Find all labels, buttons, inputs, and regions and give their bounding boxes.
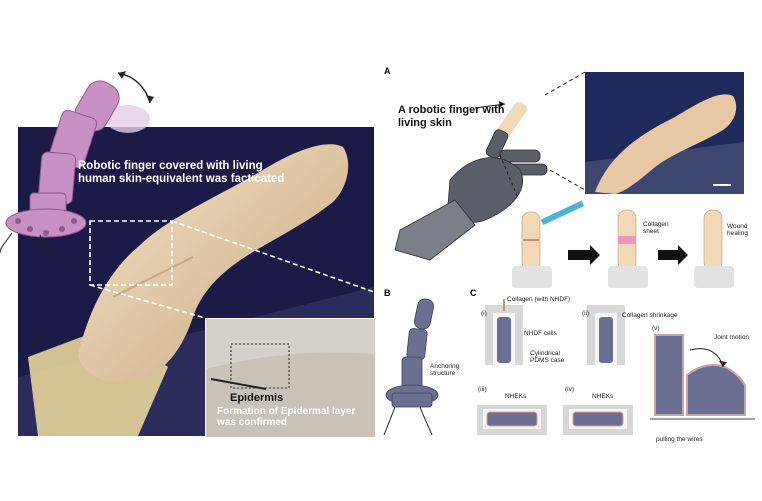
pdms-case-label: Cylindrical PDMS case	[530, 350, 565, 364]
nheks-label-1: NHEKs	[505, 393, 527, 400]
step-ii-number: (ii)	[582, 310, 590, 317]
nheks-label-2: NHEKs	[592, 393, 614, 400]
fabrication-steps-diagram	[477, 299, 755, 435]
panel-a-photo	[585, 72, 744, 194]
robot-hand-illustration	[394, 71, 586, 261]
pulling-wires-label: pulling the wires	[656, 436, 703, 443]
wound-healing-label: Wound healing	[727, 223, 748, 237]
purple-finger-illustration	[0, 71, 154, 259]
robotic-finger-photo	[18, 127, 374, 436]
panel-b-letter: B	[384, 288, 391, 298]
nhdf-cells-label: NHDF cells	[524, 330, 557, 337]
step-iii-number: (iii)	[478, 386, 487, 393]
panel-a-label: A robotic finger with living skin	[398, 104, 505, 129]
joint-motion-label: Joint motion	[714, 334, 750, 341]
epidermis-inset-photo	[205, 318, 376, 438]
panel-c-letter: C	[470, 288, 477, 298]
epidermis-label: Epidermis	[230, 392, 284, 404]
main-caption: Robotic finger covered with living human…	[78, 160, 285, 185]
step-iv-number: (iv)	[565, 386, 575, 393]
collagen-nhdf-label: Collagen (with NHDF)	[507, 296, 571, 303]
collagen-sheet-label: Collagen sheet	[643, 221, 669, 235]
panel-a-letter: A	[384, 66, 391, 76]
collagen-shrinkage-label: Collagen shrinkage	[622, 312, 678, 319]
step-i-number: (i)	[481, 310, 487, 317]
inset-caption: Formation of Epidermal layer was confirm…	[217, 406, 356, 428]
step-v-number: (v)	[652, 325, 660, 332]
wound-healing-sequence	[512, 200, 734, 288]
anchoring-finger-illustration	[383, 298, 439, 436]
anchoring-structure-label: Anchoring structure	[430, 363, 460, 377]
